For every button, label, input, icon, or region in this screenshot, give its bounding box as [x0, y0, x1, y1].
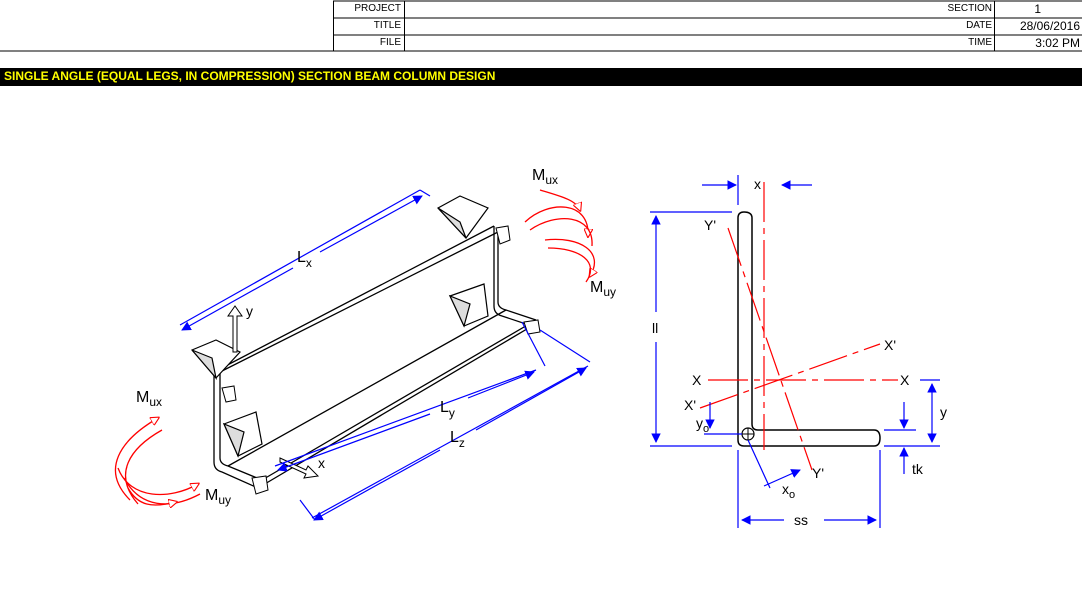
x-dimension	[702, 175, 812, 205]
section-label: SECTION	[947, 3, 992, 14]
header-grid	[0, 0, 1082, 52]
x-left-label: X	[692, 372, 702, 388]
xo-label: xo	[782, 481, 795, 501]
local-x-axis	[279, 457, 320, 479]
mux-moment-arrow-left	[114, 418, 163, 505]
muy-label-left: Muy	[205, 487, 231, 507]
time-label: TIME	[968, 37, 992, 48]
lx-label: Lx	[297, 249, 312, 270]
date-label: DATE	[966, 20, 992, 31]
support-top-near	[191, 339, 241, 381]
tk-dimension	[884, 402, 916, 474]
ss-label: ss	[794, 512, 808, 528]
support-top-far	[437, 195, 489, 239]
muy-label-top: Muy	[590, 279, 616, 299]
cross-section-diagram: x ll y tk ss yo xo Y' X' X	[650, 175, 947, 528]
y-dimension-label: y	[940, 404, 947, 420]
y-axis-label: y	[246, 303, 253, 319]
muy-moment-arrow-left	[117, 467, 200, 505]
mux-moment-arrow-top	[524, 189, 592, 247]
lz-label: Lz	[450, 429, 465, 450]
ll-dimension	[650, 211, 732, 447]
support-side-far	[448, 283, 489, 328]
title-bar: SINGLE ANGLE (EQUAL LEGS, IN COMPRESSION…	[0, 68, 1082, 86]
title-label: TITLE	[373, 20, 401, 31]
y-prime-bottom-label: Y'	[812, 465, 824, 481]
local-y-axis	[227, 305, 243, 353]
file-label: FILE	[379, 37, 401, 48]
ll-label: ll	[652, 320, 658, 336]
yo-dimension	[704, 402, 742, 435]
lx-dimension	[179, 189, 431, 331]
x-prime-left-label: X'	[684, 397, 696, 413]
mux-label-top: Mux	[532, 167, 558, 187]
tk-label: tk	[912, 461, 924, 477]
time-value: 3:02 PM	[1035, 36, 1080, 50]
xo-dimension	[747, 439, 801, 489]
date-value: 28/06/2016	[1019, 19, 1080, 33]
support-small-blocks	[221, 225, 541, 495]
yo-label: yo	[696, 415, 709, 435]
x-prime-top-label: X'	[884, 337, 896, 353]
isometric-member-diagram: y x Lx Ly Lz Mux Muy	[114, 167, 616, 521]
x-right-label: X	[900, 372, 910, 388]
support-side-near	[222, 411, 263, 458]
principal-axes	[699, 182, 898, 471]
x-dimension-label: x	[754, 176, 761, 192]
angle-profile	[737, 211, 881, 447]
ly-dimension	[274, 321, 546, 472]
y-prime-top-label: Y'	[704, 217, 716, 233]
project-label: PROJECT	[354, 3, 401, 14]
muy-moment-arrow-top	[544, 238, 594, 283]
ss-dimension	[737, 450, 881, 528]
section-value: 1	[1034, 2, 1041, 16]
page-title: SINGLE ANGLE (EQUAL LEGS, IN COMPRESSION…	[4, 69, 496, 83]
angle-member	[213, 225, 537, 489]
lz-dimension	[299, 329, 591, 521]
mux-label-left: Mux	[136, 389, 162, 409]
ly-label: Ly	[440, 399, 455, 420]
x-axis-label: x	[318, 455, 325, 471]
y-dimension	[884, 379, 940, 447]
